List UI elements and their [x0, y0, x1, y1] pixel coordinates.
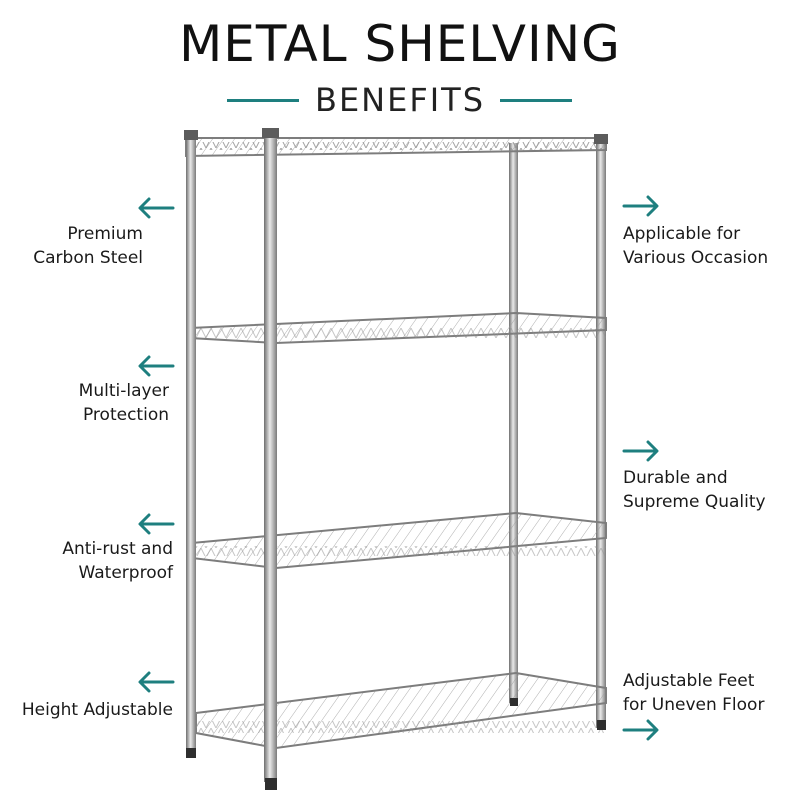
shelf-top	[185, 137, 607, 158]
divider-right	[500, 99, 572, 102]
feature-label: Anti-rust and Waterproof	[62, 539, 173, 583]
feature-durable-supreme-quality: Durable and Supreme Quality	[623, 466, 766, 514]
subtitle-row: BENEFITS	[0, 78, 800, 122]
arrow-left-icon	[135, 354, 175, 378]
divider-left	[227, 99, 299, 102]
shelf-2	[189, 311, 607, 345]
arrow-right-icon	[622, 718, 662, 742]
feature-premium-carbon-steel: Premium Carbon Steel	[33, 222, 143, 270]
feature-applicable-various-occasion: Applicable for Various Occasion	[623, 222, 768, 270]
arrow-left-icon	[135, 512, 175, 536]
feature-label: Premium Carbon Steel	[33, 224, 143, 268]
shelving-rack-image	[184, 128, 608, 790]
feature-label: Multi-layer Protection	[78, 381, 169, 425]
shelf-3	[191, 511, 607, 570]
feature-height-adjustable: Height Adjustable	[22, 698, 173, 722]
feature-adjustable-feet: Adjustable Feet for Uneven Floor	[623, 669, 764, 717]
feature-label: Adjustable Feet for Uneven Floor	[623, 671, 765, 715]
feature-label: Durable and Supreme Quality	[623, 468, 766, 512]
feature-multi-layer-protection: Multi-layer Protection	[79, 379, 169, 427]
page-title: METAL SHELVING	[179, 15, 621, 73]
feature-label: Height Adjustable	[21, 700, 173, 720]
subtitle: BENEFITS	[314, 81, 486, 119]
feature-anti-rust-waterproof: Anti-rust and Waterproof	[62, 537, 173, 585]
arrow-right-icon	[622, 194, 662, 218]
arrow-right-icon	[622, 439, 662, 463]
arrow-left-icon	[135, 670, 175, 694]
arrow-left-icon	[135, 196, 175, 220]
shelf-bottom	[195, 671, 607, 750]
feature-label: Applicable for Various Occasion	[623, 224, 769, 268]
